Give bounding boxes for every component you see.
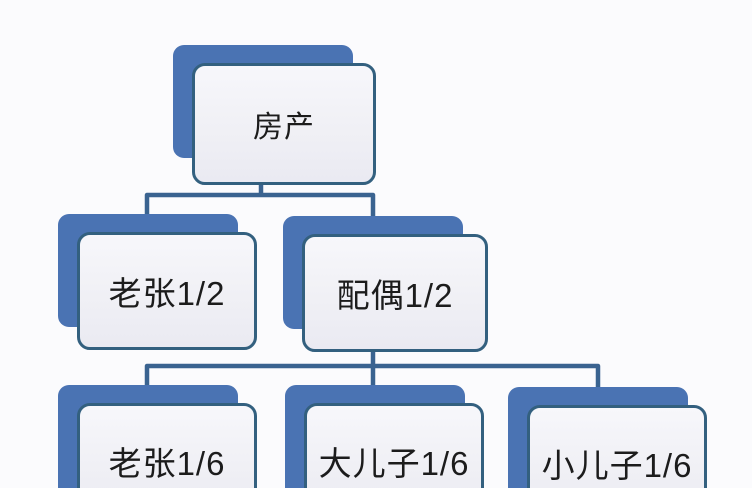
node-face: 配偶1/2 <box>302 234 488 352</box>
node-face: 大儿子1/6 <box>304 403 484 488</box>
node-face: 小儿子1/6 <box>527 405 707 488</box>
node-spouse-half: 配偶1/2 <box>283 216 488 352</box>
node-face: 老张1/2 <box>77 232 257 350</box>
node-youngest-son: 小儿子1/6 <box>508 387 707 488</box>
node-eldest-son: 大儿子1/6 <box>285 385 484 488</box>
node-face: 房产 <box>192 63 376 185</box>
node-label: 配偶1/2 <box>336 277 454 314</box>
node-label: 大儿子1/6 <box>318 445 470 482</box>
node-face: 老张1/6 <box>77 403 257 488</box>
node-label: 老张1/6 <box>108 445 226 482</box>
node-property: 房产 <box>173 45 376 185</box>
node-label: 小儿子1/6 <box>541 447 693 484</box>
node-label: 老张1/2 <box>108 275 226 312</box>
node-label: 房产 <box>253 111 315 144</box>
node-laozhang-half: 老张1/2 <box>58 214 257 350</box>
node-laozhang-sixth: 老张1/6 <box>58 385 257 488</box>
connector-level2-elbow <box>144 192 376 227</box>
